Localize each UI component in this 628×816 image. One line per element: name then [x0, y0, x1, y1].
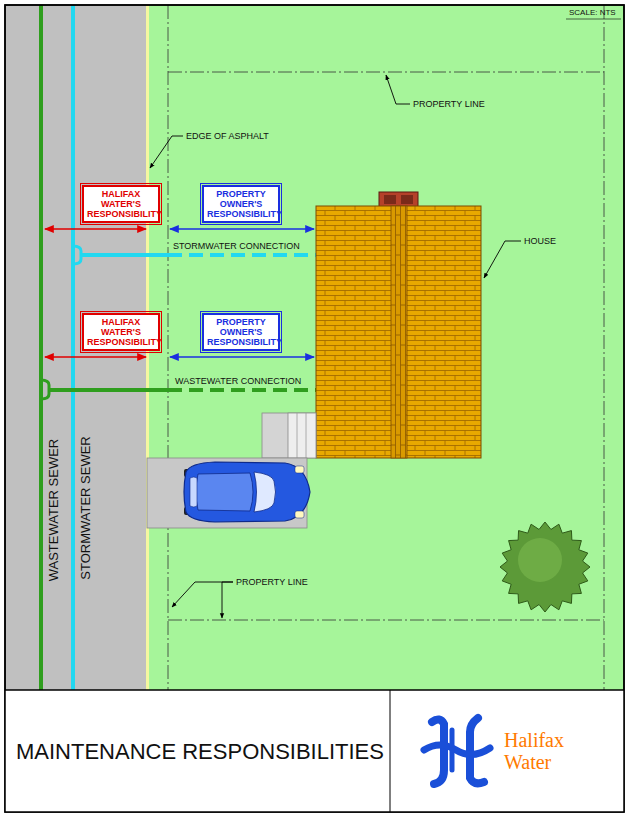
owner-box-halifax: HALIFAX WATER'S RESPONSIBILITY: [82, 185, 160, 223]
owner-box-property: PROPERTY OWNER'S RESPONSIBILITY: [202, 313, 280, 351]
house-label: HOUSE: [524, 236, 556, 247]
property-line-label: PROPERTY LINE: [236, 577, 308, 588]
logo-wordmark: Halifax Water: [504, 729, 584, 773]
sewer-label: WASTEWATER SEWER: [46, 439, 61, 582]
house: [316, 192, 481, 458]
tree: [500, 522, 590, 612]
dimension-arrows: [45, 229, 314, 357]
responsibility-label: PROPERTY OWNER'S RESPONSIBILITY: [207, 317, 275, 347]
title-block-rule: [5, 689, 624, 691]
sewer-label: STORMWATER SEWER: [78, 436, 93, 579]
wastewater-sewer: [39, 5, 43, 690]
front-step: [262, 413, 316, 458]
responsibility-label: PROPERTY OWNER'S RESPONSIBILITY: [207, 189, 275, 219]
property-lines: [168, 5, 604, 690]
lawn: [147, 5, 624, 690]
property-line-label: PROPERTY LINE: [413, 99, 485, 110]
frame: [5, 5, 624, 812]
owner-box-halifax: HALIFAX WATER'S RESPONSIBILITY: [82, 313, 160, 351]
connection-label: STORMWATER CONNECTION: [173, 241, 300, 252]
drawing-title: MAINTENANCE RESPONSIBILITIES: [16, 739, 384, 765]
leader-lines: [150, 19, 621, 618]
scale-note: SCALE: NTS: [569, 8, 616, 18]
title-block: [5, 690, 624, 812]
title-block-divider: [390, 690, 391, 812]
owner-box-property: PROPERTY OWNER'S RESPONSIBILITY: [202, 185, 280, 223]
connection-label: WASTEWATER CONNECTION: [175, 376, 301, 387]
stormwater-sewer: [71, 5, 75, 690]
logo-symbol: [424, 718, 490, 784]
responsibility-label: HALIFAX WATER'S RESPONSIBILITY: [87, 317, 155, 347]
edge-label: EDGE OF ASPHALT: [186, 131, 269, 142]
car: [184, 462, 310, 522]
responsibility-label: HALIFAX WATER'S RESPONSIBILITY: [87, 189, 155, 219]
